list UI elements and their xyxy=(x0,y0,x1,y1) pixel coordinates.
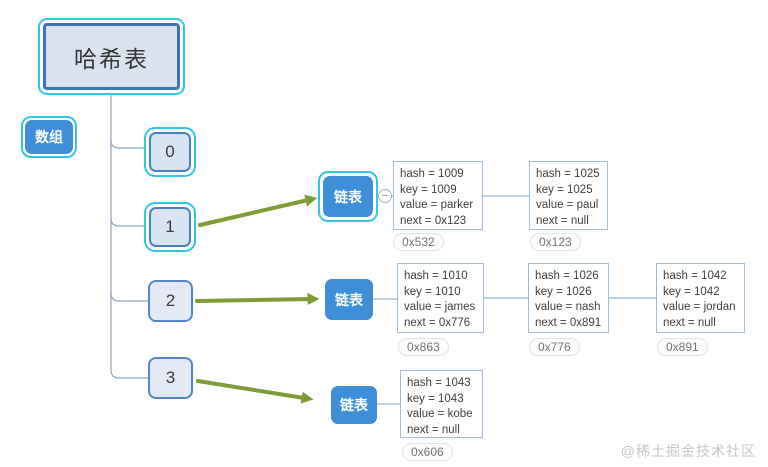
node-field-value: value = paul xyxy=(536,199,599,211)
bucket-3[interactable]: 3 xyxy=(148,357,193,399)
array-topic[interactable]: 数组 xyxy=(21,116,77,158)
root-topic-label: 哈希表 xyxy=(43,23,180,90)
list-topic-row1[interactable]: 链表 xyxy=(318,171,378,222)
node-field-hash: hash = 1010 xyxy=(404,270,468,282)
list-topic-row2[interactable]: 链表 xyxy=(325,279,373,320)
node-field-hash: hash = 1042 xyxy=(663,270,727,282)
list-node-0x123[interactable]: hash = 1025 key = 1025 value = paul next… xyxy=(529,161,608,230)
bucket-2[interactable]: 2 xyxy=(148,280,193,322)
node-field-next: next = null xyxy=(536,214,589,227)
node-field-key: key = 1043 xyxy=(407,392,464,405)
list-node-0x891[interactable]: hash = 1042 key = 1042 value = jordan ne… xyxy=(656,263,745,333)
node-field-key: key = 1042 xyxy=(663,285,720,298)
list-node-0x776[interactable]: hash = 1026 key = 1026 value = nash next… xyxy=(528,263,609,333)
watermark: @稀土掘金技术社区 xyxy=(620,443,756,459)
arrow-bucket2-to-list2 xyxy=(195,293,320,306)
node-field-hash: hash = 1043 xyxy=(407,377,471,389)
node-field-hash: hash = 1026 xyxy=(535,270,599,282)
bucket-1[interactable]: 1 xyxy=(144,202,196,252)
node-field-next: next = null xyxy=(663,316,716,329)
node-field-next: next = 0x776 xyxy=(404,316,471,329)
list-topic-row3[interactable]: 链表 xyxy=(331,386,377,424)
address-label-0x123[interactable]: 0x123 xyxy=(530,233,581,251)
address-label-0x532[interactable]: 0x532 xyxy=(393,233,444,251)
node-field-next: next = 0x123 xyxy=(400,214,467,227)
node-field-hash: hash = 1009 xyxy=(400,168,464,180)
root-topic-hash-table[interactable]: 哈希表 xyxy=(38,18,185,95)
array-topic-label: 数组 xyxy=(25,120,73,154)
bucket-1-label: 1 xyxy=(149,207,191,247)
tree-branch-bucket3 xyxy=(110,293,148,379)
address-label-0x606[interactable]: 0x606 xyxy=(402,443,453,461)
node-field-key: key = 1025 xyxy=(536,183,593,196)
node-field-value: value = nash xyxy=(535,301,601,313)
node-field-next: next = 0x891 xyxy=(535,316,602,329)
node-field-value: value = jordan xyxy=(663,301,736,313)
arrow-bucket3-to-list3 xyxy=(196,379,314,404)
node-field-value: value = parker xyxy=(400,199,474,211)
address-label-0x891[interactable]: 0x891 xyxy=(657,338,708,356)
bucket-0-label: 0 xyxy=(149,132,191,172)
list-node-0x532[interactable]: hash = 1009 key = 1009 value = parker ne… xyxy=(393,161,483,230)
tree-branch-bucket2 xyxy=(110,218,148,302)
node-field-key: key = 1026 xyxy=(535,285,592,298)
list-topic-row3-label: 链表 xyxy=(340,397,368,413)
node-field-value: value = james xyxy=(404,301,476,313)
list-node-0x863[interactable]: hash = 1010 key = 1010 value = james nex… xyxy=(397,263,484,333)
tree-branch-bucket0 xyxy=(110,92,145,149)
node-field-key: key = 1010 xyxy=(404,285,461,298)
tree-branch-bucket1 xyxy=(110,140,145,227)
node-field-key: key = 1009 xyxy=(400,183,457,196)
list-node-0x606[interactable]: hash = 1043 key = 1043 value = kobe next… xyxy=(400,370,483,438)
bucket-3-label: 3 xyxy=(165,368,176,387)
list-topic-row1-label: 链表 xyxy=(323,176,373,217)
node-field-value: value = kobe xyxy=(407,408,473,420)
node-field-next: next = null xyxy=(407,423,460,436)
minus-icon: − xyxy=(381,190,389,202)
list-topic-row2-label: 链表 xyxy=(335,291,363,308)
collapse-toggle[interactable]: − xyxy=(378,189,392,203)
bucket-2-label: 2 xyxy=(165,291,176,310)
arrow-bucket1-to-list1 xyxy=(198,194,318,227)
bucket-0[interactable]: 0 xyxy=(144,127,196,177)
node-field-hash: hash = 1025 xyxy=(536,168,600,180)
address-label-0x863[interactable]: 0x863 xyxy=(398,338,449,356)
address-label-0x776[interactable]: 0x776 xyxy=(529,338,580,356)
